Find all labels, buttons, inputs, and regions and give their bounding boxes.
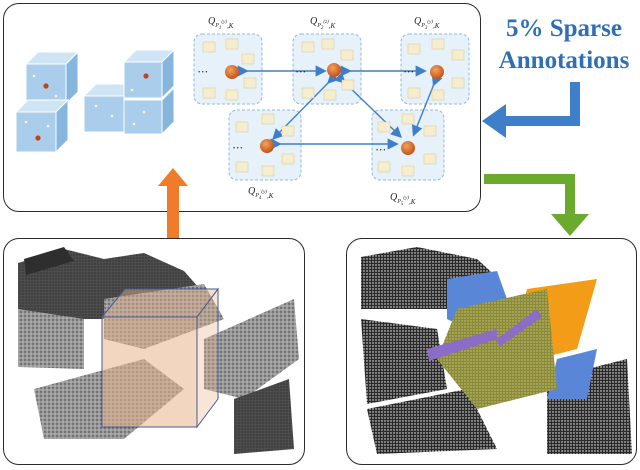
raw-point-cloud <box>18 247 299 454</box>
q-label-node-1: QP1(y),K <box>208 16 234 31</box>
green-arrow <box>484 174 589 236</box>
segmented-point-cloud <box>361 247 632 454</box>
svg-text:• • •: • • • <box>233 146 242 152</box>
svg-text:• • •: • • • <box>376 148 385 154</box>
graph-node-3: • • • <box>404 38 465 101</box>
graph-node-5: • • • <box>376 113 437 177</box>
blue-arrow <box>482 82 580 138</box>
voxel-cubes <box>14 48 176 154</box>
svg-text:• • •: • • • <box>404 70 413 76</box>
graph-node-4: • • • <box>233 113 295 177</box>
annotation-title-line2: Annotations <box>498 47 630 74</box>
q-label-node-2: QP2(z),K <box>310 16 335 31</box>
raw-point-cloud-panel <box>3 238 305 465</box>
q-label-node-4: QP4(y),K <box>248 186 274 201</box>
svg-text:• • •: • • • <box>296 70 305 76</box>
svg-text:• • •: • • • <box>198 70 207 76</box>
voxel-graph-figure: • • • • • • • • • <box>14 16 470 207</box>
segmented-point-cloud-panel <box>346 238 637 465</box>
voxel-graph-panel: • • • • • • • • • <box>3 3 481 212</box>
q-label-node-3: QP3(y),K <box>414 16 440 31</box>
q-label-node-5: QP5(y),K <box>390 192 416 207</box>
annotation-title-line1: 5% Sparse <box>506 15 622 42</box>
graph-node-2: • • • <box>296 38 355 101</box>
selection-box <box>100 287 219 429</box>
graph-node-1: • • • <box>198 38 257 101</box>
